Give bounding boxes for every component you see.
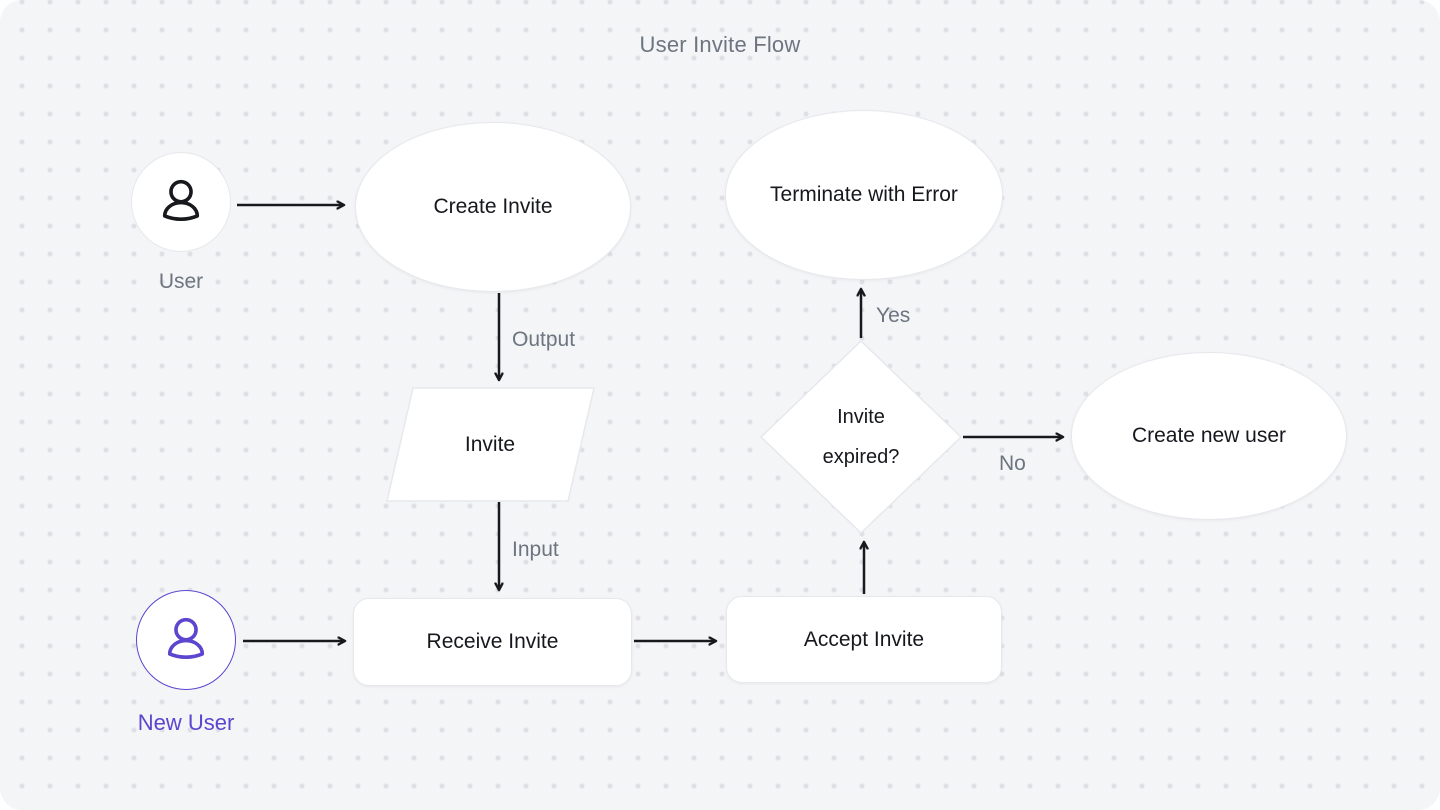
- node-invite-shape: [386, 387, 595, 502]
- edge-label-input: Input: [512, 538, 559, 561]
- person-icon: [167, 617, 205, 659]
- actor-user-label: User: [158, 270, 204, 293]
- node-terminate-with-error-label: Terminate with Error: [770, 183, 958, 206]
- actor-new-user-node: [136, 590, 236, 690]
- node-receive-invite-label: Receive Invite: [426, 630, 559, 653]
- edge-label-yes: Yes: [876, 304, 911, 327]
- person-icon: [162, 179, 200, 221]
- node-create-new-user: Create new user: [1071, 352, 1347, 520]
- node-terminate-with-error: Terminate with Error: [725, 110, 1003, 280]
- node-receive-invite: Receive Invite: [353, 598, 632, 686]
- node-create-invite-label: Create Invite: [433, 195, 553, 218]
- edge-label-output: Output: [512, 328, 576, 351]
- actor-new-user-label: New User: [137, 710, 235, 735]
- actor-user-node: [131, 152, 231, 252]
- node-create-new-user-label: Create new user: [1131, 424, 1287, 447]
- node-invite-expired-shape: [759, 339, 963, 535]
- edge-label-no: No: [999, 452, 1026, 475]
- node-create-invite: Create Invite: [355, 122, 631, 292]
- node-accept-invite: Accept Invite: [726, 596, 1002, 683]
- node-accept-invite-label: Accept Invite: [803, 627, 925, 651]
- diagram-title: User Invite Flow: [639, 32, 801, 57]
